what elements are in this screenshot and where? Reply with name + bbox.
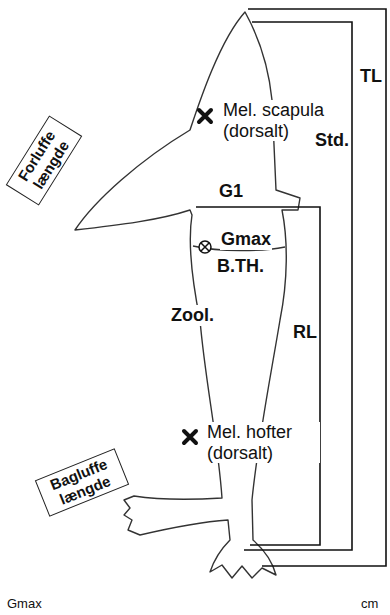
measure-label: Zool.: [170, 305, 215, 326]
measure-label: B.TH.: [216, 256, 265, 277]
cross-marks: [184, 110, 211, 443]
measure-label: Gmax: [220, 229, 272, 250]
gmax-point: [199, 241, 211, 253]
rl-bracket: [196, 207, 320, 545]
footer-label: Gmax: [6, 597, 43, 612]
measure-label: Bagluffe længde: [41, 452, 124, 511]
measure-label: G1: [218, 181, 244, 202]
measure-label: Std.: [314, 130, 350, 151]
footer-unit: cm: [360, 597, 379, 612]
tl-bracket: [248, 9, 386, 566]
flipper-length-box: Forluffe længde: [6, 115, 83, 205]
seal-outline: [75, 12, 300, 578]
measure-label: TL: [359, 66, 383, 87]
measure-label: RL: [292, 322, 318, 343]
landmark-label: Mel. hofter (dorsalt): [206, 422, 320, 463]
flipper-length-box: Bagluffe længde: [35, 448, 129, 516]
measure-label: Forluffe længde: [11, 121, 77, 200]
